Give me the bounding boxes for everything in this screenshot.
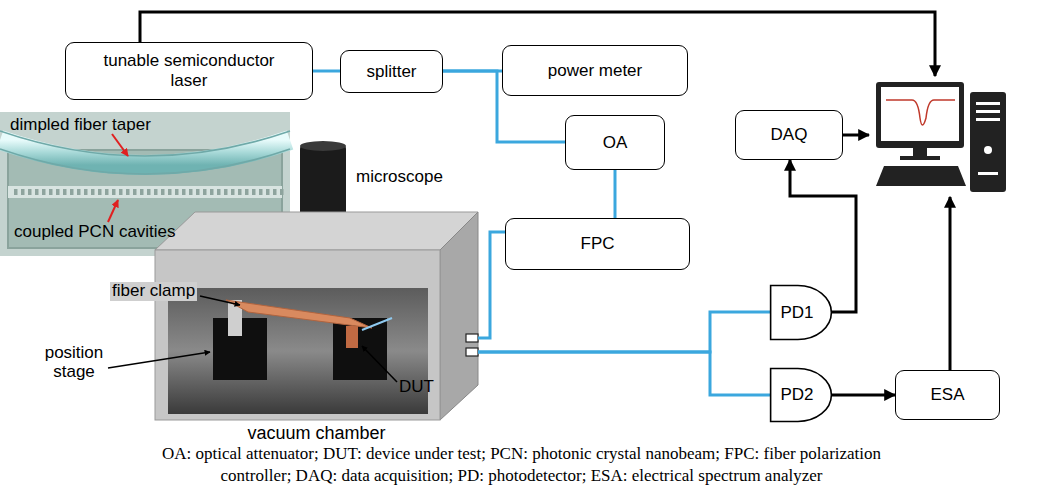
nanobeam-hole [98,189,102,195]
nanobeam-hole [168,189,172,195]
part-label: DUT [399,378,434,397]
photodetector-symbol: PD1 [770,285,832,340]
nanobeam-hole [196,189,200,195]
node-label: FPC [581,234,615,254]
nanobeam-hole [203,189,207,195]
vacuum-chamber: vacuum chamber [155,212,478,444]
node-label: PD2 [780,385,813,405]
nanobeam-hole [238,189,242,195]
nanobeam-hole [70,189,74,195]
optical-fiber [478,232,505,338]
power-meter-box: power meter [502,45,688,96]
nanobeam-hole [280,189,284,195]
nanobeam-hole [63,189,67,195]
nanobeam-hole [231,189,235,195]
nanobeam-hole [154,189,158,195]
figure-caption: OA: optical attenuator; DUT: device unde… [153,443,890,487]
nanobeam-hole [147,189,151,195]
polarization-controller-box: FPC [505,218,690,270]
part-label: fiber clamp [110,282,197,301]
nanobeam-hole [133,189,137,195]
node-label: ESA [930,385,964,405]
nanobeam-hole [91,189,95,195]
node-label: tunable semiconductor laser [89,51,289,90]
computer-figure [876,82,1006,192]
optical-fiber [614,170,617,218]
nanobeam-hole [126,189,130,195]
node-label: OA [603,133,628,153]
nanobeam-hole [119,189,123,195]
splitter-box: splitter [340,50,443,93]
node-label: power meter [548,61,642,81]
nanobeam-hole [182,189,186,195]
node-label: DAQ [771,125,808,145]
part-label: position stage [36,344,112,381]
node-label: vacuum chamber [247,423,385,444]
photodetector-symbol: PD2 [770,368,832,422]
optical-fiber [478,352,770,395]
nanobeam-hole [84,189,88,195]
optical-fiber [478,312,770,352]
callout-label: dimpled fiber taper [10,116,151,135]
nanobeam-hole [189,189,193,195]
microscope-label: microscope [356,168,443,187]
nanobeam-hole [77,189,81,195]
nanobeam-hole [21,189,25,195]
vacuum-chamber-figure [108,212,478,420]
nanobeam-hole [161,189,165,195]
signal-arrow [832,394,895,397]
nanobeam-hole [273,189,277,195]
nanobeam-hole [49,189,53,195]
nanobeam-hole [105,189,109,195]
callout-label: coupled PCN cavities [14,223,176,242]
nanobeam-hole [217,189,221,195]
nanobeam-hole [252,189,256,195]
node-label: splitter [366,62,416,82]
nanobeam-hole [140,189,144,195]
nanobeam-hole [210,189,214,195]
daq-box: DAQ [735,110,843,160]
node-label: PD1 [780,303,813,323]
nanobeam-hole [42,189,46,195]
nanobeam-hole [175,189,179,195]
nanobeam-hole [266,189,270,195]
nanobeam-hole [56,189,60,195]
nanobeam-hole [259,189,263,195]
nanobeam-hole [14,189,18,195]
spectrum-analyzer-box: ESA [895,370,1000,420]
nanobeam-hole [112,189,116,195]
nanobeam-hole [224,189,228,195]
nanobeam-hole [245,189,249,195]
optical-fiber [313,70,340,73]
attenuator-box: OA [565,115,665,170]
nanobeam-hole [35,189,39,195]
laser-box: tunable semiconductor laser [65,42,313,100]
nanobeam-hole [28,189,32,195]
